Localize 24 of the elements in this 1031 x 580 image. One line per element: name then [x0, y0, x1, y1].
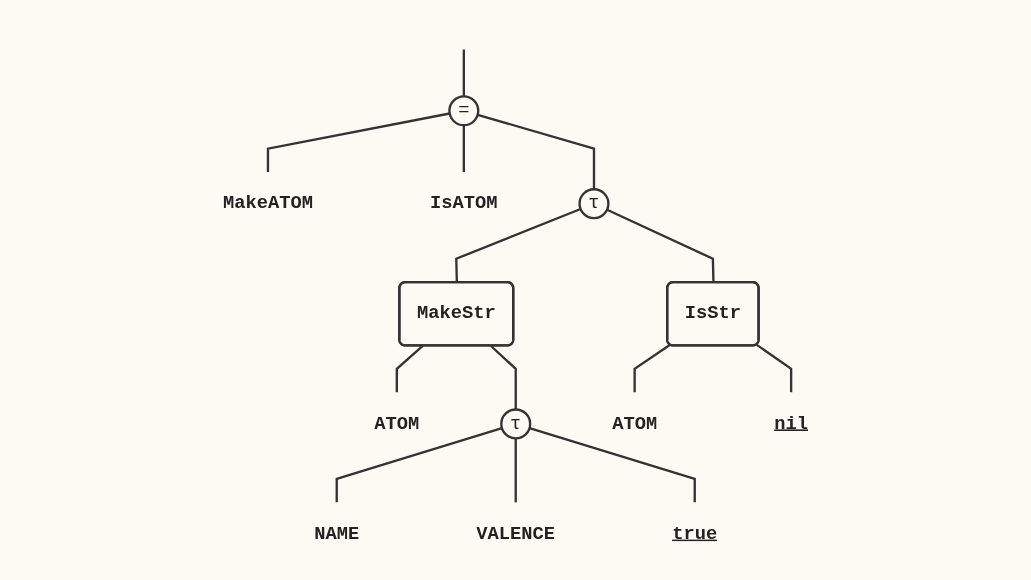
connector [606, 208, 715, 283]
node-text: MakeATOM [222, 193, 313, 215]
connector [335, 427, 503, 503]
connector [477, 113, 596, 190]
connector [266, 112, 450, 173]
connector [462, 49, 465, 97]
connector [756, 343, 793, 393]
connector [529, 427, 696, 503]
connector [455, 207, 582, 283]
node-circle: τ [578, 188, 610, 220]
connector [490, 345, 517, 410]
connector [514, 438, 517, 503]
connector [462, 125, 465, 173]
node-text: true [672, 523, 718, 545]
connector [395, 345, 424, 393]
node-text: NAME [314, 523, 360, 545]
node-text: nil [774, 413, 809, 435]
node-text: VALENCE [476, 523, 556, 545]
node-circle: τ [500, 408, 532, 440]
node-text: ATOM [374, 413, 420, 435]
node-text: IsATOM [430, 193, 498, 215]
node-circle: = [448, 95, 480, 127]
node-text: ATOM [612, 413, 658, 435]
connector [633, 343, 671, 393]
